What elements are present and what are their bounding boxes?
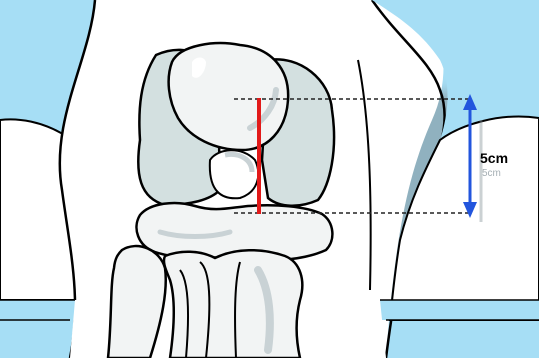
- measurement-label: 5cm: [480, 150, 508, 166]
- measurement-label-shadow: 5cm: [482, 168, 501, 179]
- tibia-shaft: [164, 250, 302, 358]
- intercondylar-notch: [210, 150, 258, 198]
